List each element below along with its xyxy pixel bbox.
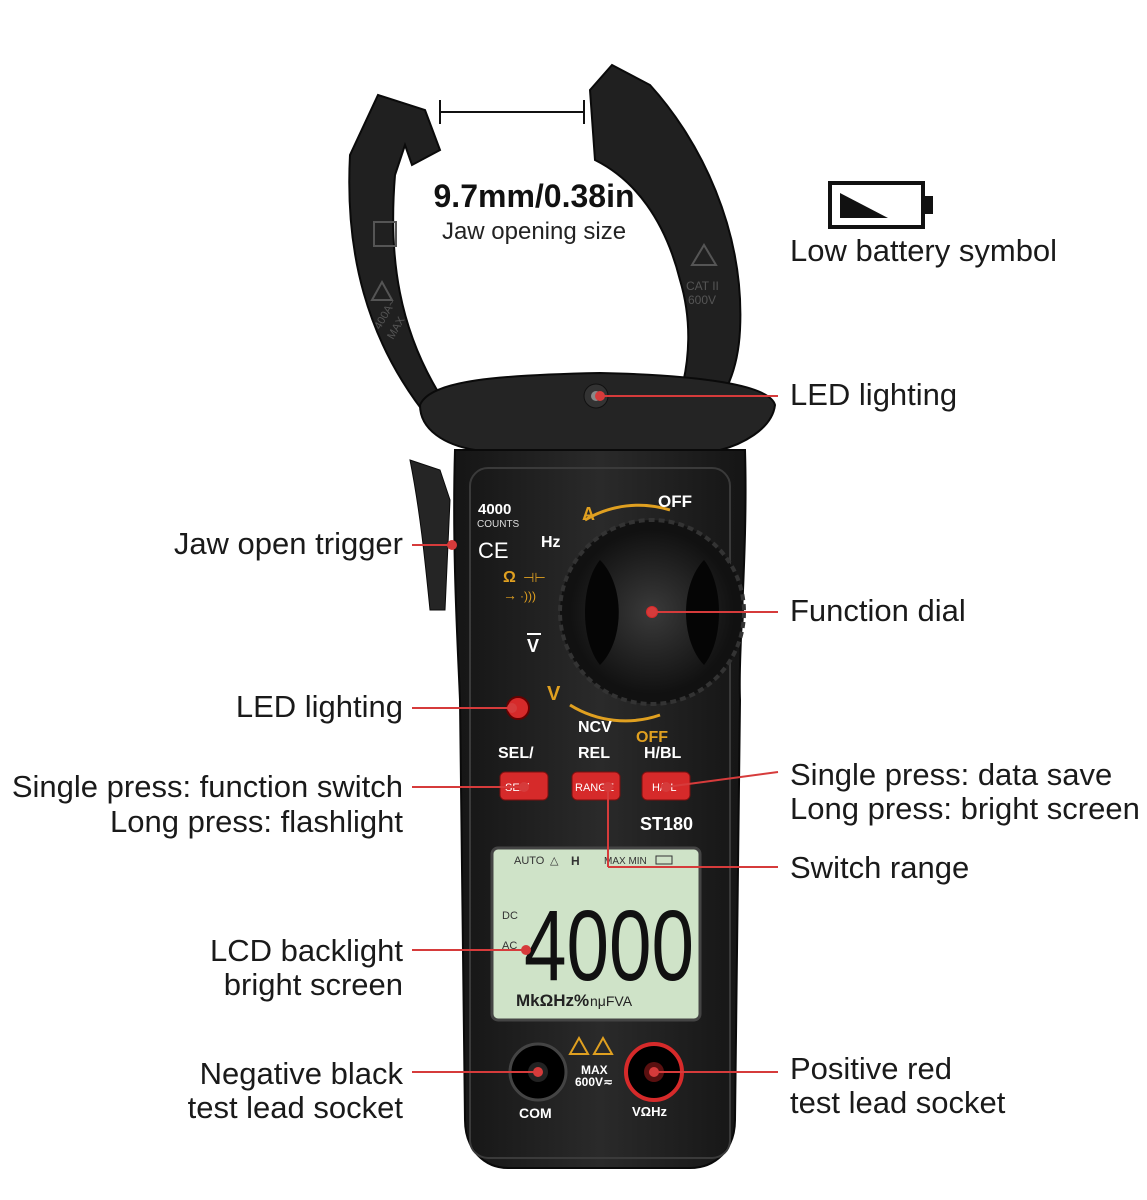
max-label: MAX [581, 1063, 608, 1077]
lcd-battery-icon [655, 855, 673, 865]
dial-off-bottom: OFF [636, 729, 668, 746]
jaw-left-warning-icon [370, 279, 394, 301]
callout-function-dial: Function dial [790, 593, 966, 628]
callout-led-top: LED lighting [790, 377, 958, 412]
counts-word: COUNTS [477, 519, 520, 530]
hand-guard [418, 371, 777, 451]
rel-top-label: REL [578, 745, 610, 762]
hbl-top-label: H/BL [644, 745, 682, 762]
lcd-delta: △ [550, 855, 559, 867]
dial-ohm: Ω [503, 569, 516, 586]
callout-neg-line1: Negative black [199, 1056, 403, 1091]
callout-sel-line1: Single press: function switch [11, 769, 403, 804]
dial-ncv: NCV [578, 719, 612, 736]
com-label: COM [519, 1105, 552, 1121]
dial-amps: A [582, 504, 595, 524]
dial-vdc: V [527, 636, 539, 656]
callout-lines [412, 391, 779, 1077]
callout-jaw-trigger: Jaw open trigger [173, 526, 403, 561]
left-jaw [348, 93, 442, 422]
jaw-lightning-icon [373, 221, 397, 247]
vhz-label: VΩHz [632, 1104, 667, 1119]
lcd-reading: 4000 [524, 890, 694, 1002]
callout-switch-range: Switch range [790, 850, 970, 885]
dial-cap: ⊣⊢ [523, 570, 546, 585]
callout-sel-line2: Long press: flashlight [110, 804, 403, 839]
callout-lcd-line2: bright screen [223, 967, 403, 1002]
sel-top-label: SEL/ [498, 745, 534, 762]
lcd-dc: DC [502, 910, 518, 922]
lcd-units2: nμFVA [590, 993, 633, 1009]
warning-icon-2 [592, 1035, 614, 1055]
lcd-auto: AUTO [514, 855, 545, 867]
dial-off-top: OFF [658, 492, 692, 511]
dial-hz: Hz [541, 534, 561, 551]
lcd-screen: AUTO △ H MAX MIN DC AC 4000 MkΩHz% nμFVA [490, 846, 702, 1022]
jaw-right-warning-icon [690, 243, 718, 266]
callout-hbl-line2: Long press: bright screen [790, 791, 1140, 826]
jaw-right-rating-1: CAT II [686, 279, 719, 293]
counts-number: 4000 [478, 501, 511, 518]
dial-continuity: ·))) [520, 589, 536, 603]
model-label: ST180 [640, 814, 693, 834]
lcd-maxmin: MAX MIN [604, 856, 647, 867]
lcd-hold: H [571, 854, 580, 868]
ce-mark: CE [478, 538, 509, 563]
jaw-trigger [409, 459, 451, 611]
callout-low-battery: Low battery symbol [790, 233, 1058, 268]
callout-lcd-line1: LCD backlight [210, 933, 403, 968]
jaw-right-rating-2: 600V [688, 293, 716, 307]
lcd-units: MkΩHz% [516, 991, 589, 1010]
callout-pos-line1: Positive red [790, 1051, 952, 1086]
low-battery-icon [828, 181, 933, 229]
dial-diode: → [503, 587, 517, 603]
max-volt-label: 600V≂ [575, 1075, 613, 1089]
dial-vac: V [547, 683, 561, 705]
jaw-opening-caption: Jaw opening size [441, 218, 627, 245]
warning-icon-1 [568, 1035, 590, 1055]
callout-led-left: LED lighting [235, 689, 403, 724]
callout-hbl-line1: Single press: data save [790, 757, 1113, 792]
callout-pos-line2: test lead socket [790, 1085, 1006, 1120]
jaw-opening-size-value: 9.7mm/0.38in [433, 178, 635, 214]
callout-neg-line2: test lead socket [187, 1090, 403, 1125]
